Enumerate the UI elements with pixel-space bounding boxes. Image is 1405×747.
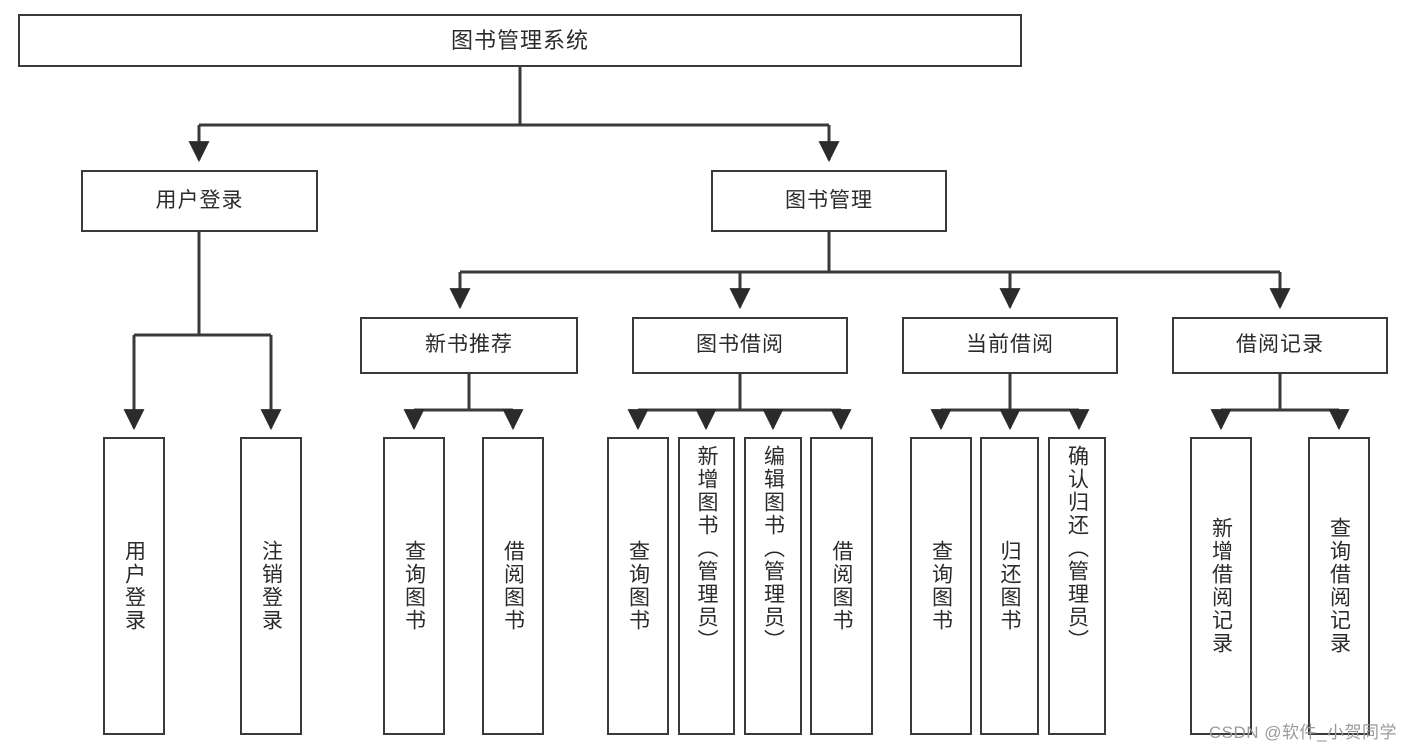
leaf-current-confirm-return-admin[interactable]: 确认归还（管理员）: [1048, 437, 1106, 735]
node-label: 用户登录: [155, 188, 244, 212]
node-label: 借阅记录: [1236, 333, 1324, 357]
node-book-borrow[interactable]: 图书借阅: [632, 317, 848, 374]
node-label: 确认归还（管理员）: [1065, 445, 1089, 652]
leaf-current-return-book[interactable]: 归还图书: [980, 437, 1039, 735]
node-label: 借阅图书: [830, 540, 853, 632]
node-label: 归还图书: [998, 540, 1021, 632]
node-label: 图书借阅: [696, 333, 784, 357]
leaf-borrow-query-book[interactable]: 查询图书: [607, 437, 669, 735]
node-current-borrow[interactable]: 当前借阅: [902, 317, 1118, 374]
node-label: 查询图书: [626, 540, 650, 632]
leaf-newbook-borrow-book[interactable]: 借阅图书: [482, 437, 544, 735]
node-label: 查询借阅记录: [1327, 517, 1351, 655]
node-user-login[interactable]: 用户登录: [81, 170, 318, 232]
leaf-record-query-record[interactable]: 查询借阅记录: [1308, 437, 1370, 735]
node-new-book-recommend[interactable]: 新书推荐: [360, 317, 578, 374]
node-label: 编辑图书（管理员）: [761, 445, 785, 652]
leaf-borrow-edit-book-admin[interactable]: 编辑图书（管理员）: [744, 437, 802, 735]
watermark-text: CSDN @软件_小贺同学: [1208, 723, 1397, 742]
node-label: 注销登录: [259, 540, 283, 632]
node-label: 新书推荐: [425, 333, 513, 357]
leaf-current-query-book[interactable]: 查询图书: [910, 437, 972, 735]
node-book-management[interactable]: 图书管理: [711, 170, 947, 232]
node-label: 用户登录: [122, 540, 146, 632]
node-label: 查询图书: [929, 540, 953, 632]
node-label: 查询图书: [402, 540, 426, 632]
node-label: 借阅图书: [501, 540, 525, 632]
leaf-record-add-record[interactable]: 新增借阅记录: [1190, 437, 1252, 735]
leaf-borrow-borrow-book[interactable]: 借阅图书: [810, 437, 873, 735]
node-label: 当前借阅: [966, 333, 1054, 357]
leaf-user-login[interactable]: 用户登录: [103, 437, 165, 735]
node-label: 新增借阅记录: [1209, 517, 1233, 655]
node-borrow-record[interactable]: 借阅记录: [1172, 317, 1388, 374]
node-label: 新增图书（管理员）: [695, 445, 718, 652]
node-root-system[interactable]: 图书管理系统: [18, 14, 1022, 67]
node-label: 图书管理系统: [450, 27, 589, 53]
leaf-newbook-query-book[interactable]: 查询图书: [383, 437, 445, 735]
node-label: 图书管理: [785, 188, 873, 212]
leaf-user-logout[interactable]: 注销登录: [240, 437, 302, 735]
leaf-borrow-add-book-admin[interactable]: 新增图书（管理员）: [678, 437, 735, 735]
